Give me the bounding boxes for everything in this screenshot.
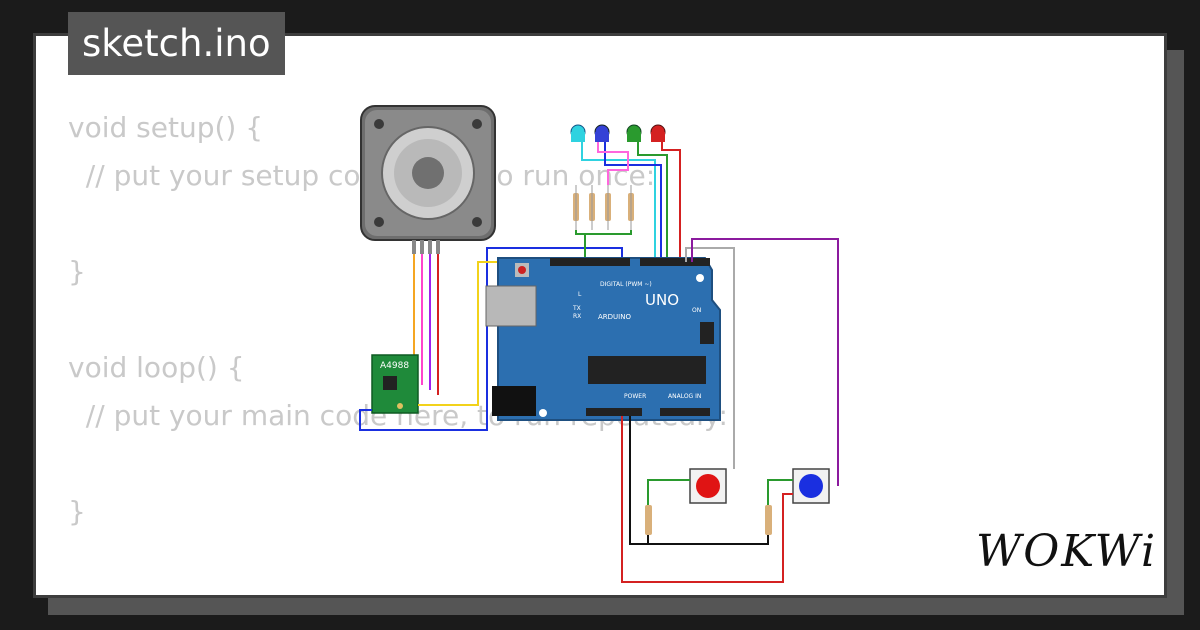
code-line: void loop() { (68, 351, 245, 384)
led-red[interactable] (650, 124, 666, 142)
l-label: L (578, 291, 582, 298)
stepper-motor[interactable] (360, 105, 496, 254)
power-label: POWER (624, 393, 646, 400)
analog-label: ANALOG IN (668, 393, 701, 400)
led-blue[interactable] (594, 124, 610, 142)
code-line: void setup() { (68, 111, 264, 144)
a4988-driver[interactable]: A4988 (371, 354, 419, 414)
on-label: ON (692, 307, 701, 314)
file-tab[interactable]: sketch.ino (68, 12, 285, 75)
led-green[interactable] (626, 124, 642, 142)
resistor-blue-button (765, 505, 772, 535)
digital-label: DIGITAL (PWM ~) (600, 281, 652, 288)
code-line: } (68, 495, 86, 528)
driver-label: A4988 (380, 361, 409, 371)
code-line: } (68, 255, 86, 288)
tx-label: TX (572, 305, 581, 312)
led-resistors (573, 185, 634, 230)
resistor-red-button (645, 505, 652, 535)
board-brand: ARDUINO (598, 313, 631, 321)
pushbutton-red[interactable] (689, 468, 727, 504)
pushbutton-blue[interactable] (792, 468, 830, 504)
board-logo: UNO (645, 291, 679, 309)
wokwi-logo: WOKWi (976, 526, 1158, 577)
led-cyan[interactable] (570, 124, 586, 142)
rx-label: RX (573, 313, 581, 320)
arduino-uno-board[interactable]: DIGITAL (PWM ~) UNO ARDUINO POWER ANALOG… (485, 257, 721, 421)
